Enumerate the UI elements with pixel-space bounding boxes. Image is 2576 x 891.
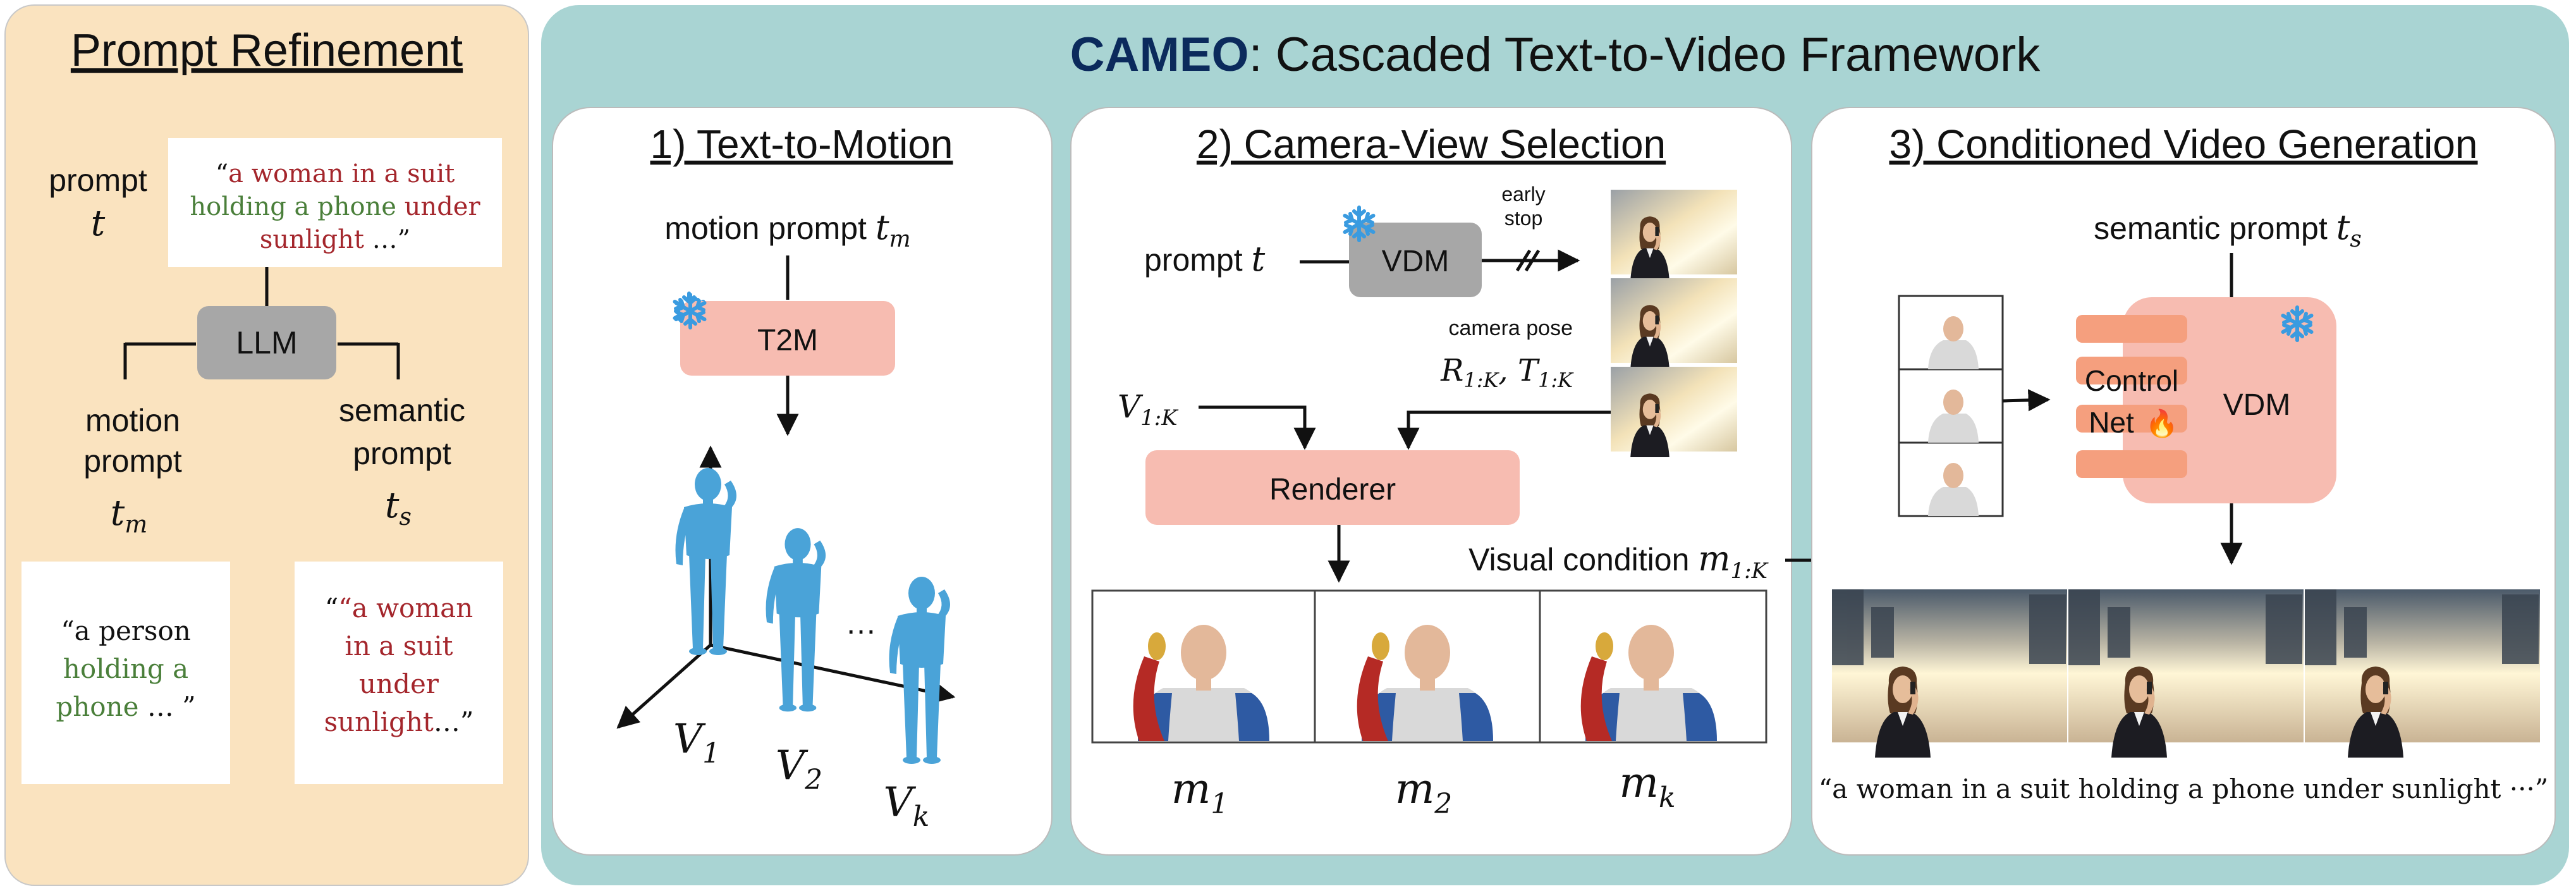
v2-label: V2 xyxy=(776,742,822,796)
renderer-box xyxy=(1145,450,1520,525)
render-frame-3 xyxy=(1541,593,1761,741)
semantic-card-line-1-text: “a woman xyxy=(338,593,473,624)
text-to-motion-card: 1) Text-to-Motion motion prompt tm T2M …… xyxy=(552,107,1053,856)
visual-condition-label: Visual condition m1:K xyxy=(1468,539,1769,584)
prompt-refinement-panel: Prompt Refinement prompt t “a woman in a… xyxy=(4,4,529,886)
render-frame-2 xyxy=(1317,593,1537,741)
render-frame-1 xyxy=(1094,593,1314,741)
condition-stack xyxy=(1898,295,2004,517)
llm-split-lines xyxy=(123,267,400,379)
vdm-frame-3 xyxy=(1611,367,1737,452)
motion-ellipsis: … xyxy=(845,605,877,641)
vdm-frame-1 xyxy=(1611,190,1737,274)
t2m-box xyxy=(680,301,895,376)
semantic-card-line-3: under xyxy=(359,668,439,699)
semantic-prompt-input: semantic prompt ts xyxy=(2094,207,2362,252)
camera-view-title: 2) Camera-View Selection xyxy=(1197,121,1666,167)
cv-vdm-label: VDM xyxy=(1382,245,1450,278)
t2m-label: T2M xyxy=(757,324,818,357)
input-prompt-line-3: sunlight …” xyxy=(260,225,410,254)
output-video-frames xyxy=(1832,589,2540,758)
renderer-label: Renderer xyxy=(1269,473,1396,507)
motion-prompt-var: tm xyxy=(111,493,148,538)
m2-label: m2 xyxy=(1395,765,1453,820)
text-to-motion-title: 1) Text-to-Motion xyxy=(650,121,953,167)
controlnet-label-2: Net xyxy=(2089,406,2134,439)
controlnet-label-1: Control xyxy=(2085,364,2178,397)
camera-view-card: 2) Camera-View Selection prompt t VDM ea… xyxy=(1070,107,1792,856)
output-buildings xyxy=(1832,589,2539,665)
motion-prompt-label-2: prompt xyxy=(83,443,182,479)
llm-label: LLM xyxy=(236,325,297,360)
cv-prompt-input: prompt t xyxy=(1144,239,1266,279)
semantic-card-line-1: ““a woman xyxy=(325,593,473,624)
semantic-prompt-label-2: prompt xyxy=(353,436,451,471)
render-frames xyxy=(1091,589,1767,744)
axis-depth xyxy=(616,644,712,729)
m1-label: m1 xyxy=(1171,765,1229,820)
input-prompt-line-1: “a woman in a suit xyxy=(216,159,455,188)
input-prompt-label: prompt xyxy=(49,163,147,198)
v-input-arrow xyxy=(1199,405,1316,450)
prompt-refinement-title: Prompt Refinement xyxy=(71,25,463,76)
llm-box xyxy=(197,306,336,379)
input-prompt-line-2: holding a phone under xyxy=(190,192,480,221)
motion-card-line-1: “a person xyxy=(61,615,191,646)
v1-label: V1 xyxy=(673,716,720,770)
controlnet-fire-icon: 🔥 xyxy=(2146,408,2178,439)
framework-title: CAMEO: Cascaded Text-to-Video Framework xyxy=(1070,28,2041,82)
motion-card-line-2: holding a xyxy=(63,653,188,684)
camera-pose-label: camera pose xyxy=(1448,316,1573,340)
video-vdm-label: VDM xyxy=(2223,388,2291,422)
motion-card-line-3: phone … ” xyxy=(56,691,195,722)
motion-prompt-input: motion prompt tm xyxy=(664,207,910,252)
semantic-card-line-2: in a suit xyxy=(345,630,453,661)
early-stop-label-1: early xyxy=(1501,183,1545,206)
semantic-card-line-4: sunlight…” xyxy=(324,706,474,737)
controlnet-blocks xyxy=(2076,315,2187,478)
video-gen-card: 3) Conditioned Video Generation semantic… xyxy=(1811,107,2556,856)
semantic-prompt-var: ts xyxy=(385,485,412,531)
semantic-prompt-label-1: semantic xyxy=(339,393,465,428)
vk-label: Vk xyxy=(884,779,930,833)
cv-vdm-box xyxy=(1349,223,1482,297)
semantic-prompt-card xyxy=(295,562,503,784)
camera-pose-vars: R1:K, T1:K xyxy=(1440,353,1574,392)
camera-pose-arrow xyxy=(1397,410,1611,450)
motion-prompt-card xyxy=(21,562,230,784)
v-input-label: V1:K xyxy=(1118,388,1179,431)
video-gen-title: 3) Conditioned Video Generation xyxy=(1889,121,2477,167)
output-caption: “a woman in a suit holding a phone under… xyxy=(1819,773,2549,804)
vdm-frames xyxy=(1611,190,1737,457)
early-stop-break-marks xyxy=(1515,249,1541,272)
mk-label: mk xyxy=(1619,758,1675,814)
motion-prompt-label-1: motion xyxy=(85,403,180,438)
input-prompt-var: t xyxy=(91,203,106,244)
vdm-frame-2 xyxy=(1611,278,1737,363)
early-stop-label-2: stop xyxy=(1505,207,1542,230)
condition-figures xyxy=(1928,316,1979,516)
input-prompt-card xyxy=(168,138,502,267)
condition-to-controlnet-arrow xyxy=(2002,389,2051,412)
